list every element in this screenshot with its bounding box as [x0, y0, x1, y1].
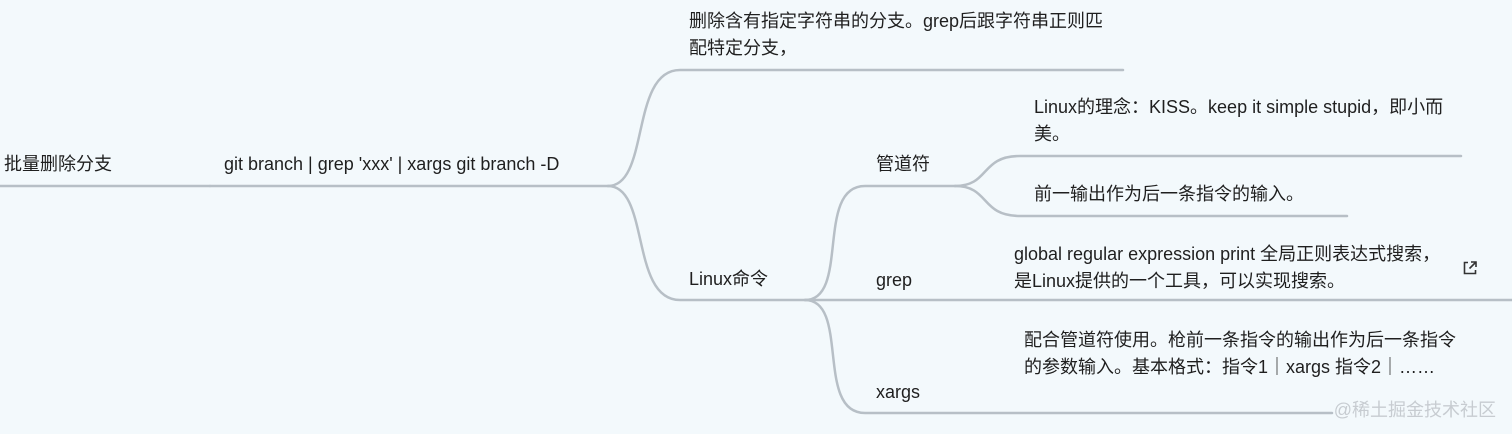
command-node[interactable]: git branch | grep 'xxx' | xargs git bran…	[224, 154, 560, 174]
watermark: @稀土掘金技术社区	[1333, 400, 1496, 420]
xargs-node[interactable]: xargs	[876, 382, 921, 402]
pipe-node[interactable]: 管道符	[876, 154, 930, 174]
edge-to-pipe-note-2	[953, 184, 1349, 218]
linux-cmd-node[interactable]: Linux命令	[689, 269, 769, 289]
xargs-note[interactable]: 配合管道符使用。枪前一条指令的输出作为后一条指令的参数输入。基本格式：指令1｜x…	[1024, 330, 1456, 377]
grep-note[interactable]: global regular expression print 全局正则表达式搜…	[1014, 244, 1441, 291]
pipe-note-2[interactable]: 前一输出作为后一条指令的输入。	[1034, 184, 1304, 204]
delete-note-node[interactable]: 删除含有指定字符串的分支。grep后跟字符串正则匹配特定分支，	[689, 11, 1104, 58]
edge-to-xargs	[803, 298, 1334, 415]
edge-to-pipe	[803, 184, 957, 302]
pipe-note-1[interactable]: Linux的理念：KISS。keep it simple stupid，即小而美…	[1034, 97, 1444, 144]
edge-to-pipe-note-1	[953, 154, 1463, 188]
edge-to-delete-note	[606, 68, 1125, 188]
root-node[interactable]: 批量删除分支	[4, 154, 112, 174]
external-link-icon[interactable]	[1461, 259, 1479, 277]
grep-node[interactable]: grep	[876, 270, 913, 290]
edge-to-linux-cmd	[606, 184, 807, 302]
